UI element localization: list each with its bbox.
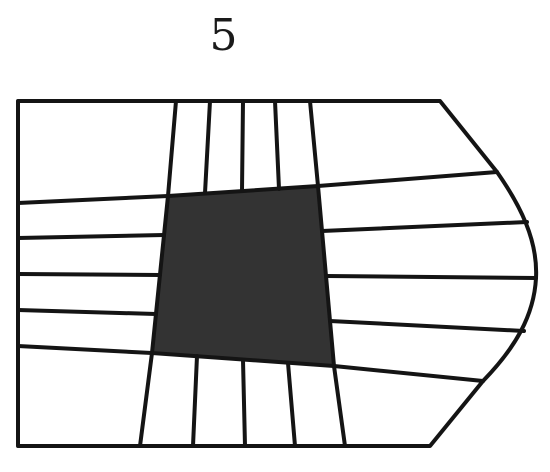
top-strip-line [240,99,245,193]
right-strip-line [320,220,529,233]
bottom-strip-line [241,358,247,448]
bottom-strip-line [191,354,199,448]
right-strip-line [316,170,499,188]
right-strip-line [332,364,485,383]
left-strip-line [16,344,154,355]
bottom-strip-line [332,364,347,448]
left-strip-line [16,308,158,316]
top-strip-line [273,99,281,191]
right-strip-line [328,319,526,333]
top-strip-line [308,99,320,188]
left-strip-line [16,194,170,205]
top-strip-line [166,99,178,198]
center-filled-quad [150,184,336,368]
bottom-strip-line [138,351,154,448]
top-strip-line [203,99,212,195]
right-strip-line [324,274,538,280]
figure-number-label: 5 [209,10,238,61]
bottom-strip-line [286,361,297,448]
left-strip-line [16,233,166,240]
outer-frame [16,99,539,448]
left-strip-line [16,272,162,277]
